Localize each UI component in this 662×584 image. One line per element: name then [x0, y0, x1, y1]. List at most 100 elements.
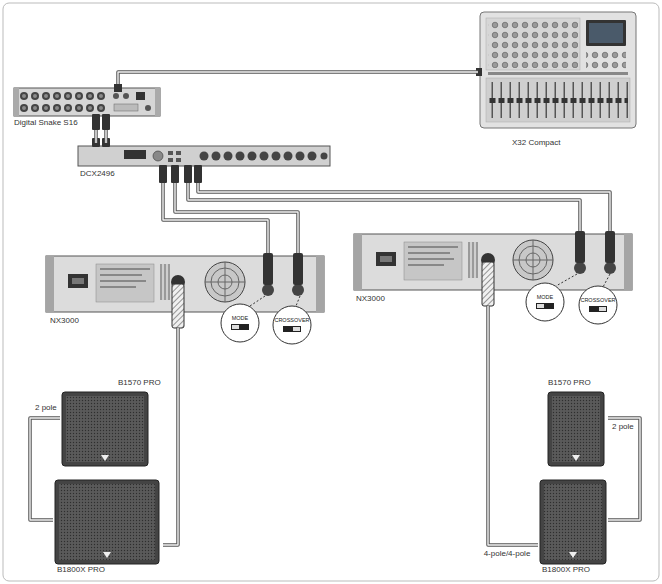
- cable-core: [95, 130, 96, 143]
- crossover-illustration-part: [200, 152, 328, 161]
- stagebox-illustration-part: [114, 84, 122, 92]
- amplifier-illustration-part: [100, 274, 142, 276]
- amplifier-illustration-part: [575, 231, 585, 263]
- switch-callout-part: [537, 304, 544, 308]
- amplifier-illustration-part: [262, 284, 274, 296]
- switch-callout-part: [296, 296, 300, 306]
- mixer-illustration: [476, 12, 636, 128]
- crossover-illustration-part: [168, 158, 173, 162]
- stagebox-illustration-part: [155, 88, 160, 116]
- mixer-illustration-part: [480, 12, 636, 128]
- amplifier-illustration-part: [380, 256, 392, 262]
- amplifier-illustration-part: [205, 262, 245, 302]
- stagebox-illustration-part: [20, 92, 105, 112]
- switch-callout-part: [221, 304, 259, 342]
- cable: [106, 130, 107, 143]
- amplifier-illustration-part: [100, 268, 150, 270]
- stagebox-illustration: [14, 84, 160, 130]
- cable-outline: [198, 183, 610, 231]
- stagebox-illustration-part: [114, 104, 138, 111]
- device-label: DCX2496: [80, 169, 115, 179]
- mixer-illustration-part: [488, 72, 628, 75]
- crossover-illustration-part: [168, 151, 173, 155]
- speaker-illustration-part: [55, 480, 159, 564]
- mixer-illustration-part: [586, 20, 626, 46]
- crossover-illustration-part: [124, 150, 146, 159]
- cable-outline: [163, 328, 178, 545]
- switch-label: CROSSOVER: [274, 317, 309, 324]
- speaker-illustration-part: [66, 396, 144, 462]
- speaker-illustration-part: [548, 392, 604, 466]
- switch-label-holder: CROSSOVER: [580, 297, 615, 304]
- crossover-illustration-part: [176, 158, 181, 162]
- device-node: NX3000: [352, 231, 634, 306]
- amplifier-illustration-part: [100, 286, 136, 288]
- cable: [188, 183, 580, 231]
- switch-callout-part: [589, 306, 607, 312]
- amplifier-illustration-part: [624, 234, 632, 290]
- switch-callout-part: [250, 296, 265, 306]
- cable: [30, 418, 60, 520]
- cable-label: 4-pole/4-pole: [483, 549, 532, 559]
- stagebox-illustration-part: [14, 88, 19, 116]
- amplifier-illustration-part: [404, 242, 462, 280]
- stagebox-illustration-part: [22, 94, 103, 110]
- cable: [608, 418, 640, 520]
- device-node: B1800X PRO: [53, 476, 163, 582]
- amplifier-illustration-part: [376, 252, 396, 266]
- speaker-illustration-part: [59, 484, 155, 560]
- crossover-illustration-part: [194, 165, 202, 183]
- speaker-illustration: [55, 392, 606, 564]
- amplifier-illustration-part: [292, 284, 304, 296]
- amplifier-illustration-part: [408, 246, 458, 248]
- amplifier-illustration-part: [72, 278, 84, 284]
- speaker-illustration-part: [552, 396, 600, 462]
- cable: [198, 183, 610, 231]
- cable-core: [198, 183, 610, 231]
- cable-outline: [118, 72, 478, 84]
- amplifier-illustration-part: [263, 253, 273, 285]
- cable-outline: [488, 306, 538, 545]
- amplifier-illustration-part: [513, 240, 553, 280]
- cable-label: 2 pole: [34, 403, 58, 413]
- crossover-illustration-part: [171, 165, 179, 183]
- crossover-illustration-part: [159, 165, 167, 183]
- cable: [488, 306, 538, 545]
- switch-callout-part: [283, 326, 301, 332]
- device-label: B1800X PRO: [57, 565, 105, 575]
- amplifier-illustration-part: [293, 253, 303, 285]
- switch-callout-part: [232, 325, 239, 329]
- switch-callout-part: [293, 327, 300, 331]
- stagebox-illustration-part: [92, 114, 100, 130]
- stagebox-illustration-part: [123, 93, 129, 99]
- switch-callout-part: [536, 303, 554, 309]
- stagebox-illustration-part: [145, 105, 151, 111]
- speaker-illustration-part: [62, 392, 148, 466]
- speaker-illustration-part: [544, 484, 602, 560]
- device-label: B1570 PRO: [118, 378, 161, 388]
- mixer-illustration-part: [488, 80, 628, 120]
- cable-core: [105, 130, 106, 143]
- cable: [163, 328, 178, 545]
- mixer-illustration-part: [486, 18, 580, 70]
- cable-label: 2 pole: [611, 422, 635, 432]
- device-node: NX3000: [44, 253, 326, 328]
- amplifier-illustration-part: [533, 240, 534, 280]
- speaker-illustration-part: [101, 455, 109, 461]
- crossover-illustration-part: [176, 151, 181, 155]
- switch-callout-part: [231, 324, 249, 330]
- mixer-illustration-part: [589, 23, 623, 43]
- device-label: Digital Snake S16: [14, 118, 78, 128]
- amplifier-illustration-part: [482, 262, 494, 306]
- switch-callout-part: [579, 286, 617, 324]
- amplifier-illustration-part: [172, 284, 184, 328]
- cable-label-holder: 2 pole: [34, 403, 58, 413]
- amplifier-illustration-part: [68, 274, 88, 288]
- cable-core: [118, 72, 478, 84]
- amplifier-illustration-part: [100, 280, 146, 282]
- cable: [118, 72, 478, 84]
- device-label: B1570 PRO: [548, 378, 591, 388]
- speaker-illustration-part: [572, 455, 580, 461]
- amplifier-illustration-part: [408, 264, 444, 266]
